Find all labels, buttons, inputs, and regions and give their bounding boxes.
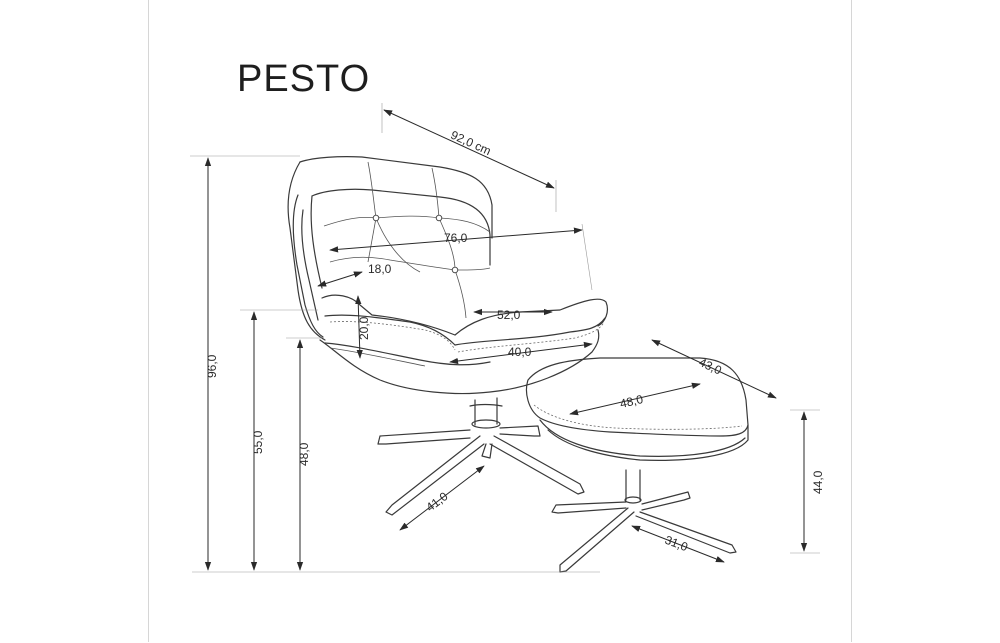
- label-base-radius: 41,0: [423, 489, 450, 514]
- label-total-height: 96,0: [205, 354, 219, 378]
- label-width: 76,0: [444, 231, 468, 245]
- dimension-labels: 92,0 cm 76,0 18,0 52,0 20,0 40,0 96,0 55…: [205, 128, 825, 555]
- arrow-backrest-gap: [355, 295, 363, 359]
- arrow-seat-depth: [449, 341, 593, 365]
- label-ottoman-width: 43,0: [697, 355, 724, 378]
- arrow-total-depth: [383, 109, 555, 189]
- arrow-ottoman-base: [631, 525, 725, 563]
- label-seat-depth: 40,0: [508, 345, 532, 359]
- label-ottoman-depth: 48,0: [619, 392, 645, 411]
- arrow-armrest-height: [317, 271, 363, 287]
- label-seat-height: 48,0: [297, 442, 311, 466]
- ottoman-drawing: [525, 357, 749, 573]
- arrow-base-radius: [399, 465, 485, 531]
- arrow-width: [329, 227, 583, 253]
- label-ottoman-height: 44,0: [811, 470, 825, 494]
- product-title: PESTO: [237, 58, 371, 100]
- label-seat-depth-upper: 52,0: [497, 308, 521, 322]
- label-armrest-height: 18,0: [368, 262, 392, 276]
- dimension-arrows: [204, 109, 808, 571]
- armchair-drawing: [287, 156, 609, 516]
- page-frame: [148, 0, 852, 642]
- label-armrest-floor: 55,0: [251, 430, 265, 454]
- arrow-ottoman-width: [651, 339, 777, 399]
- arrow-ottoman-depth: [569, 382, 701, 416]
- guide-lines: [190, 103, 820, 573]
- label-total-depth: 92,0 cm: [449, 128, 494, 158]
- label-backrest-gap: 20,0: [357, 316, 371, 340]
